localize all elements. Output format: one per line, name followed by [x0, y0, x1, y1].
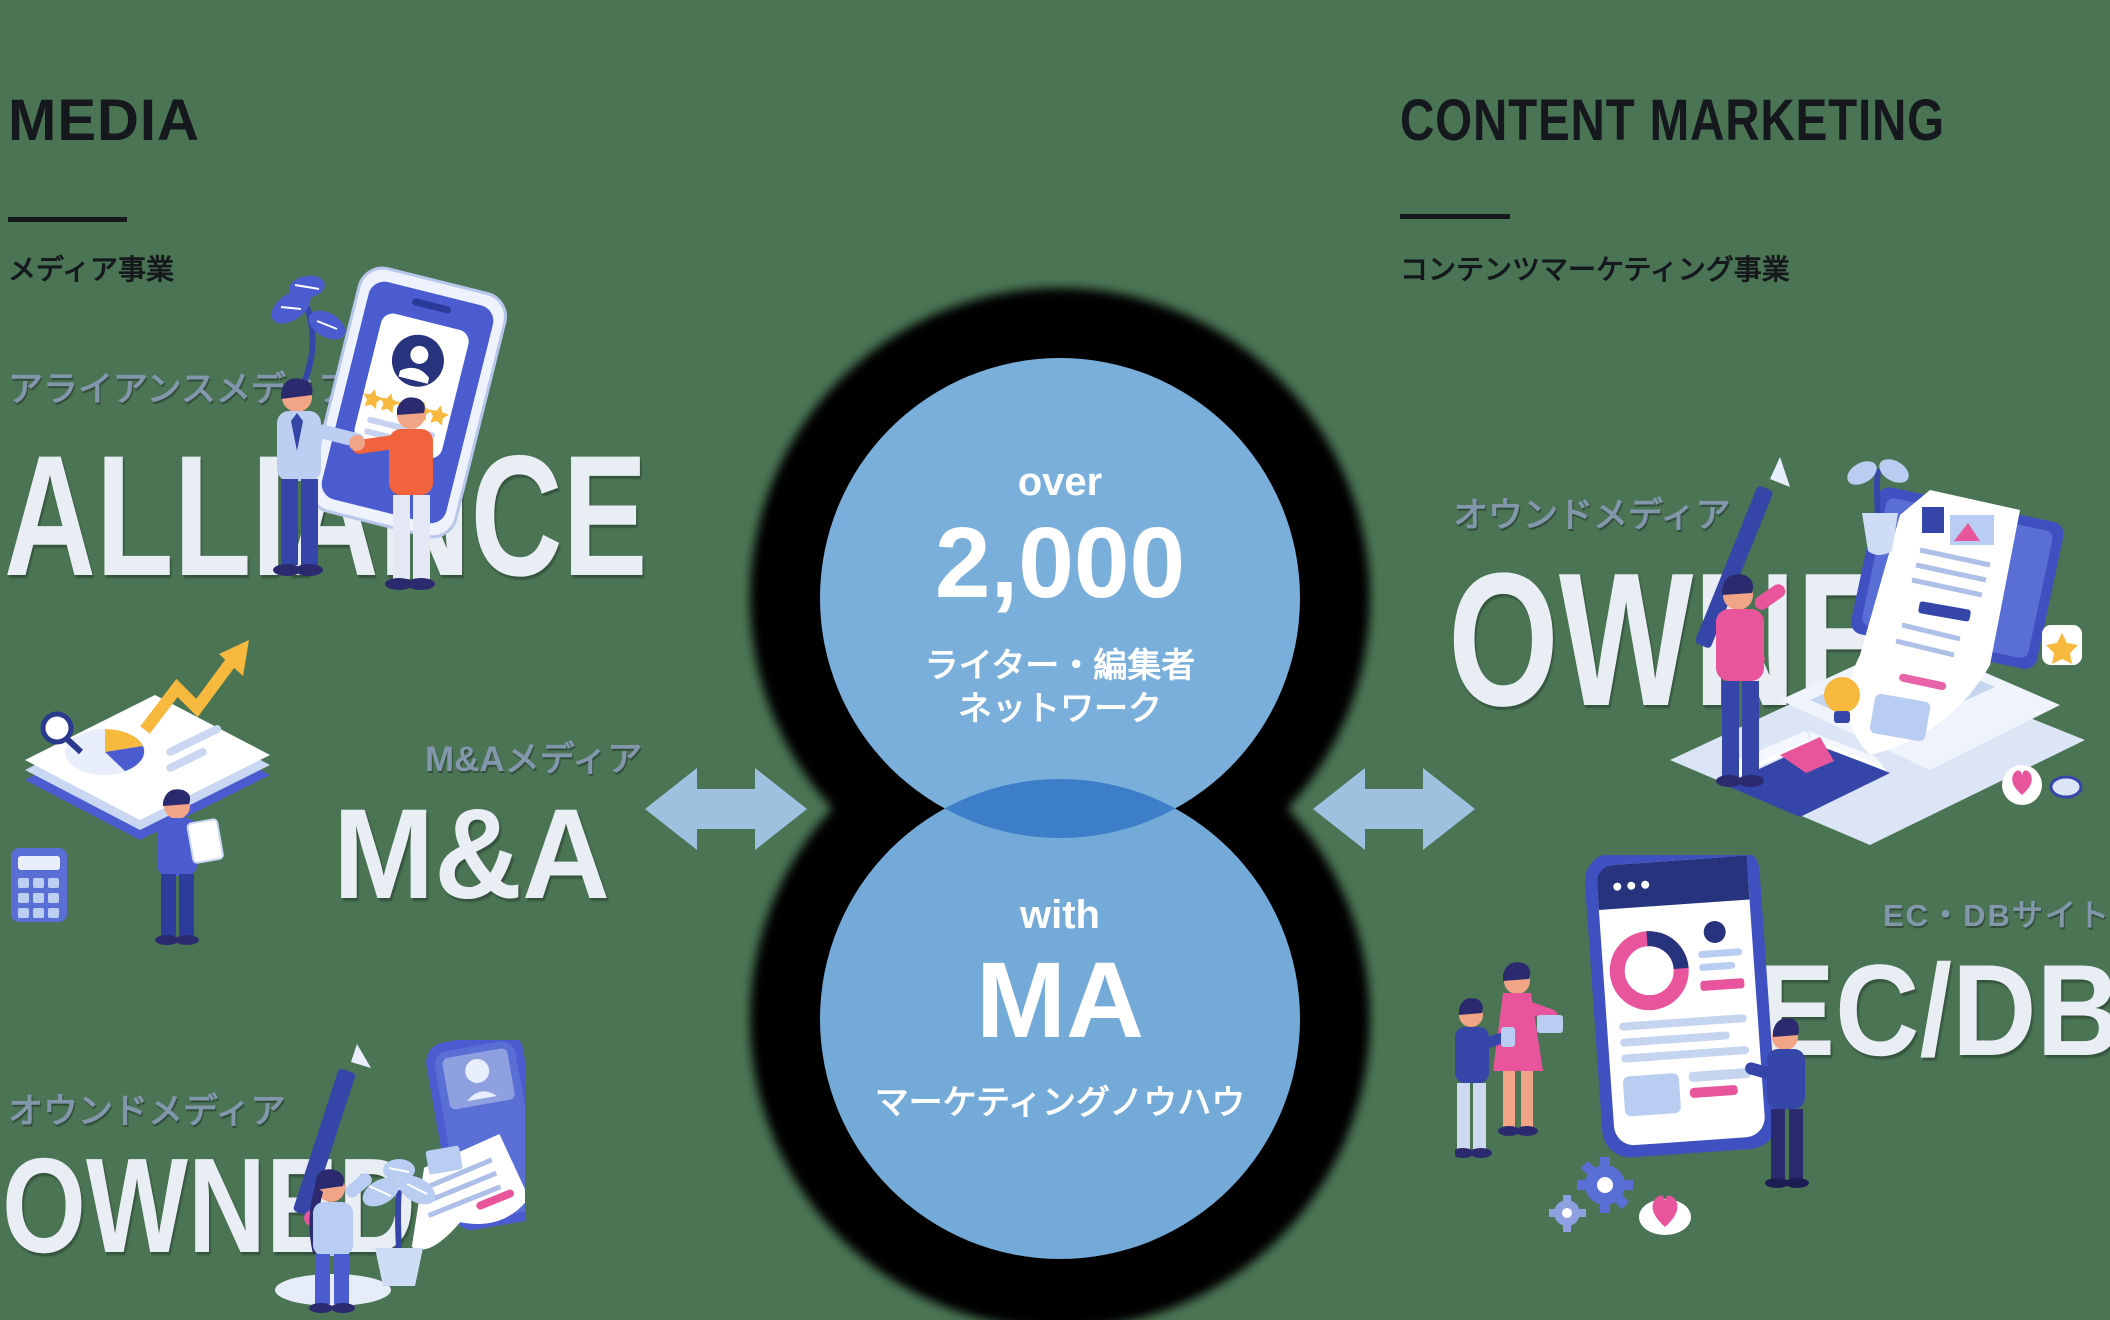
book-ribbon [1780, 737, 1834, 773]
writer-person [293, 1044, 372, 1313]
plant-icon [271, 275, 346, 387]
top-circle-caption-line2: ネットワーク [958, 690, 1162, 728]
man-navy-phone [1455, 998, 1515, 1158]
desk-plant-icon [1847, 459, 1909, 555]
calculator-icon [11, 848, 67, 922]
magnifier-icon [40, 711, 84, 755]
team-app-dashboard-illustration [1455, 855, 1809, 1235]
heart-icon [2002, 765, 2042, 805]
ec-db-site-label: EC・DBサイト [1883, 898, 2110, 933]
handshake-smartphone-illustration [271, 266, 507, 590]
person-blue-shirt [273, 378, 365, 576]
ma-ghost-text: M&A [333, 783, 610, 926]
analytics-boards-illustration [11, 640, 270, 945]
bottom-circle [820, 779, 1300, 1259]
top-circle-value: 2,000 [934, 507, 1186, 619]
lightbulb-icon [1824, 677, 1860, 723]
writer-laptop-illustration [1670, 457, 2085, 845]
content-marketing-title-underline [1400, 214, 1510, 219]
top-circle-prefix: over [1017, 460, 1103, 504]
bottom-circle-caption: マーケティングノウハウ [874, 1084, 1246, 1122]
writer-smartphone-illustration [275, 1040, 525, 1313]
ma-media-label: M&Aメディア [425, 740, 643, 779]
owned-media-left-label: オウンドメディア [8, 1092, 286, 1131]
article-paper [1847, 490, 2020, 755]
top-circle [820, 358, 1300, 838]
media-section-title: MEDIA [8, 88, 200, 153]
right-double-arrow-icon [1313, 768, 1475, 850]
mouse-icon [2049, 775, 2083, 799]
growth-arrow-icon [140, 640, 249, 734]
article-phone [411, 1040, 525, 1250]
person-orange-shirt [349, 397, 435, 590]
bottom-circle-prefix: with [1020, 893, 1100, 937]
gears-icon [1549, 1157, 1633, 1232]
potted-plant-icon [362, 1159, 436, 1286]
man-right-phone [1745, 1018, 1809, 1188]
owned-media-right-label: オウンドメディア [1453, 496, 1731, 535]
content-marketing-section-title: CONTENT MARKETING [1400, 88, 1946, 153]
media-title-underline [8, 217, 127, 222]
left-double-arrow-icon [645, 768, 807, 850]
top-circle-caption: ライター・編集者 ネットワーク [810, 645, 1310, 731]
heart-plate-icon [1639, 1195, 1691, 1235]
bottom-circle-value: MA [976, 939, 1144, 1060]
pencil-writer-person [1695, 457, 1790, 787]
dashboard-phone [1584, 855, 1777, 1158]
star-badge-icon [2042, 625, 2082, 665]
analyst-person [155, 789, 224, 945]
top-circle-caption-line1: ライター・編集者 [924, 647, 1196, 685]
woman-pink-dress [1493, 962, 1563, 1136]
media-section-subtitle: メディア事業 [8, 254, 175, 285]
content-marketing-section-subtitle: コンテンツマーケティング事業 [1400, 254, 1790, 285]
ecdb-ghost-text: EC/DB [1757, 937, 2110, 1083]
